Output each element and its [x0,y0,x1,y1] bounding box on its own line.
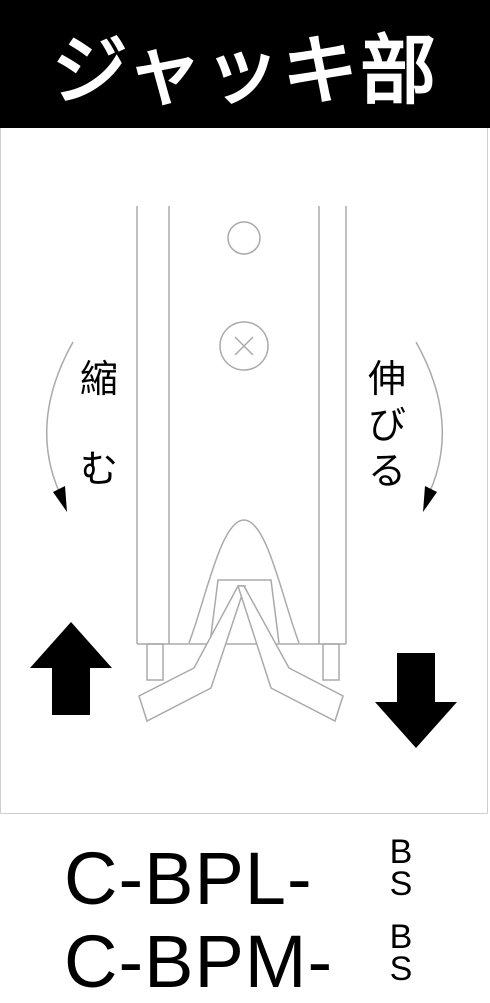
jack-leg-right [236,585,344,723]
curve-right [415,341,444,501]
shrink-label: 縮 む [74,356,124,492]
extend-label-char-3: る [367,449,406,493]
jack-diagram [30,206,457,748]
diagram-panel: 縮 む 伸 び る [0,128,488,814]
model-suffix-1-s: S [389,865,413,903]
arrow-up-icon [30,622,112,715]
model-name-2: C-BPM- [64,920,334,1003]
model-suffix-2-s: S [389,950,413,988]
extend-label: 伸 び る [362,356,412,494]
page-title: ジャッキ部 [0,0,490,128]
bolt-circle [219,321,269,371]
arrow-down-icon [375,653,457,748]
hole-circle [227,221,261,255]
model-name-1: C-BPL- [64,837,313,920]
shrink-label-char-2: む [79,447,118,491]
curve-left [45,341,74,501]
model-suffix-2: B S [386,918,416,988]
curved-arrow-icon-right [423,486,437,512]
model-suffix-1-b: B [389,833,413,871]
extend-label-char-2: び [367,403,406,447]
model-suffix-2-b: B [389,918,413,956]
curved-arrow-icon-left [53,486,67,512]
model-suffix-1: B S [386,833,416,903]
base-block-left [146,643,164,681]
base-block-right [322,643,340,681]
extend-label-char-1: 伸 [367,357,406,401]
shrink-label-char-1: 縮 [79,357,118,401]
jack-leg-left [138,585,247,723]
